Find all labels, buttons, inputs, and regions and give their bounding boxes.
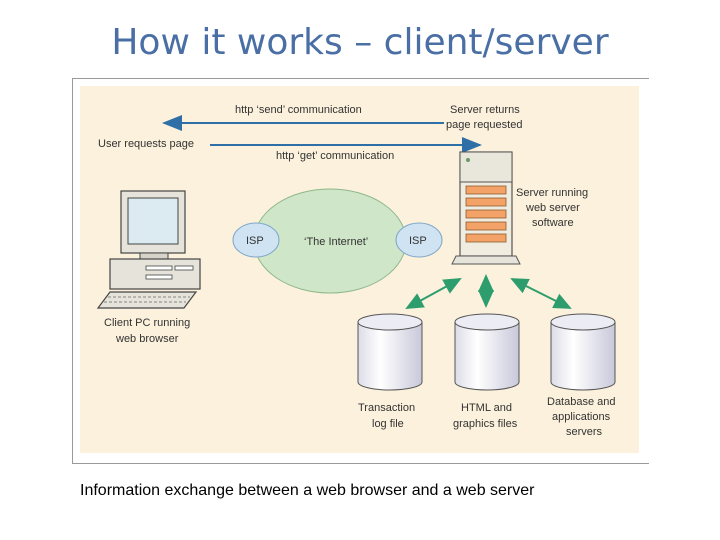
diagram-panel: http ‘send’ communication Server returns… (80, 86, 639, 453)
db2-label-2: graphics files (453, 418, 518, 430)
isp-left-circle (232, 222, 280, 258)
server-returns-label-2: page requested (446, 119, 522, 131)
client-label-2: web browser (115, 333, 179, 345)
internet-label: ‘The Internet’ (304, 236, 368, 248)
server-label-2: web server (525, 202, 580, 214)
send-label: http ‘send’ communication (235, 104, 362, 116)
server-icon (451, 151, 521, 265)
slide-title: How it works – client/server (111, 22, 609, 63)
db1-label-2: log file (372, 418, 404, 430)
client-server-diagram: http ‘send’ communication Server returns… (80, 86, 639, 453)
server-label-3: software (532, 217, 574, 229)
isp-right-label: ISP (409, 235, 427, 247)
db1-label-1: Transaction (358, 402, 415, 414)
isp-right-circle (395, 222, 443, 258)
figure-caption: Information exchange between a web brows… (80, 482, 535, 499)
db2-label-1: HTML and (461, 402, 512, 414)
client-pc-icon (96, 190, 201, 309)
server-returns-label-1: Server returns (450, 104, 520, 116)
arrow-to-transaction-db (405, 278, 462, 309)
transaction-log-cylinder (357, 313, 423, 391)
db3-label-1: Database and (547, 396, 616, 408)
get-label: http ‘get’ communication (276, 150, 394, 162)
user-requests-label: User requests page (98, 138, 194, 150)
db3-label-3: servers (566, 426, 603, 438)
db3-label-2: applications (552, 411, 611, 423)
client-label-1: Client PC running (104, 317, 190, 329)
server-label-1: Server running (516, 187, 588, 199)
html-graphics-cylinder (454, 313, 520, 391)
isp-left-label: ISP (246, 235, 264, 247)
database-cylinder (550, 313, 616, 391)
arrow-to-database-db (510, 278, 572, 309)
